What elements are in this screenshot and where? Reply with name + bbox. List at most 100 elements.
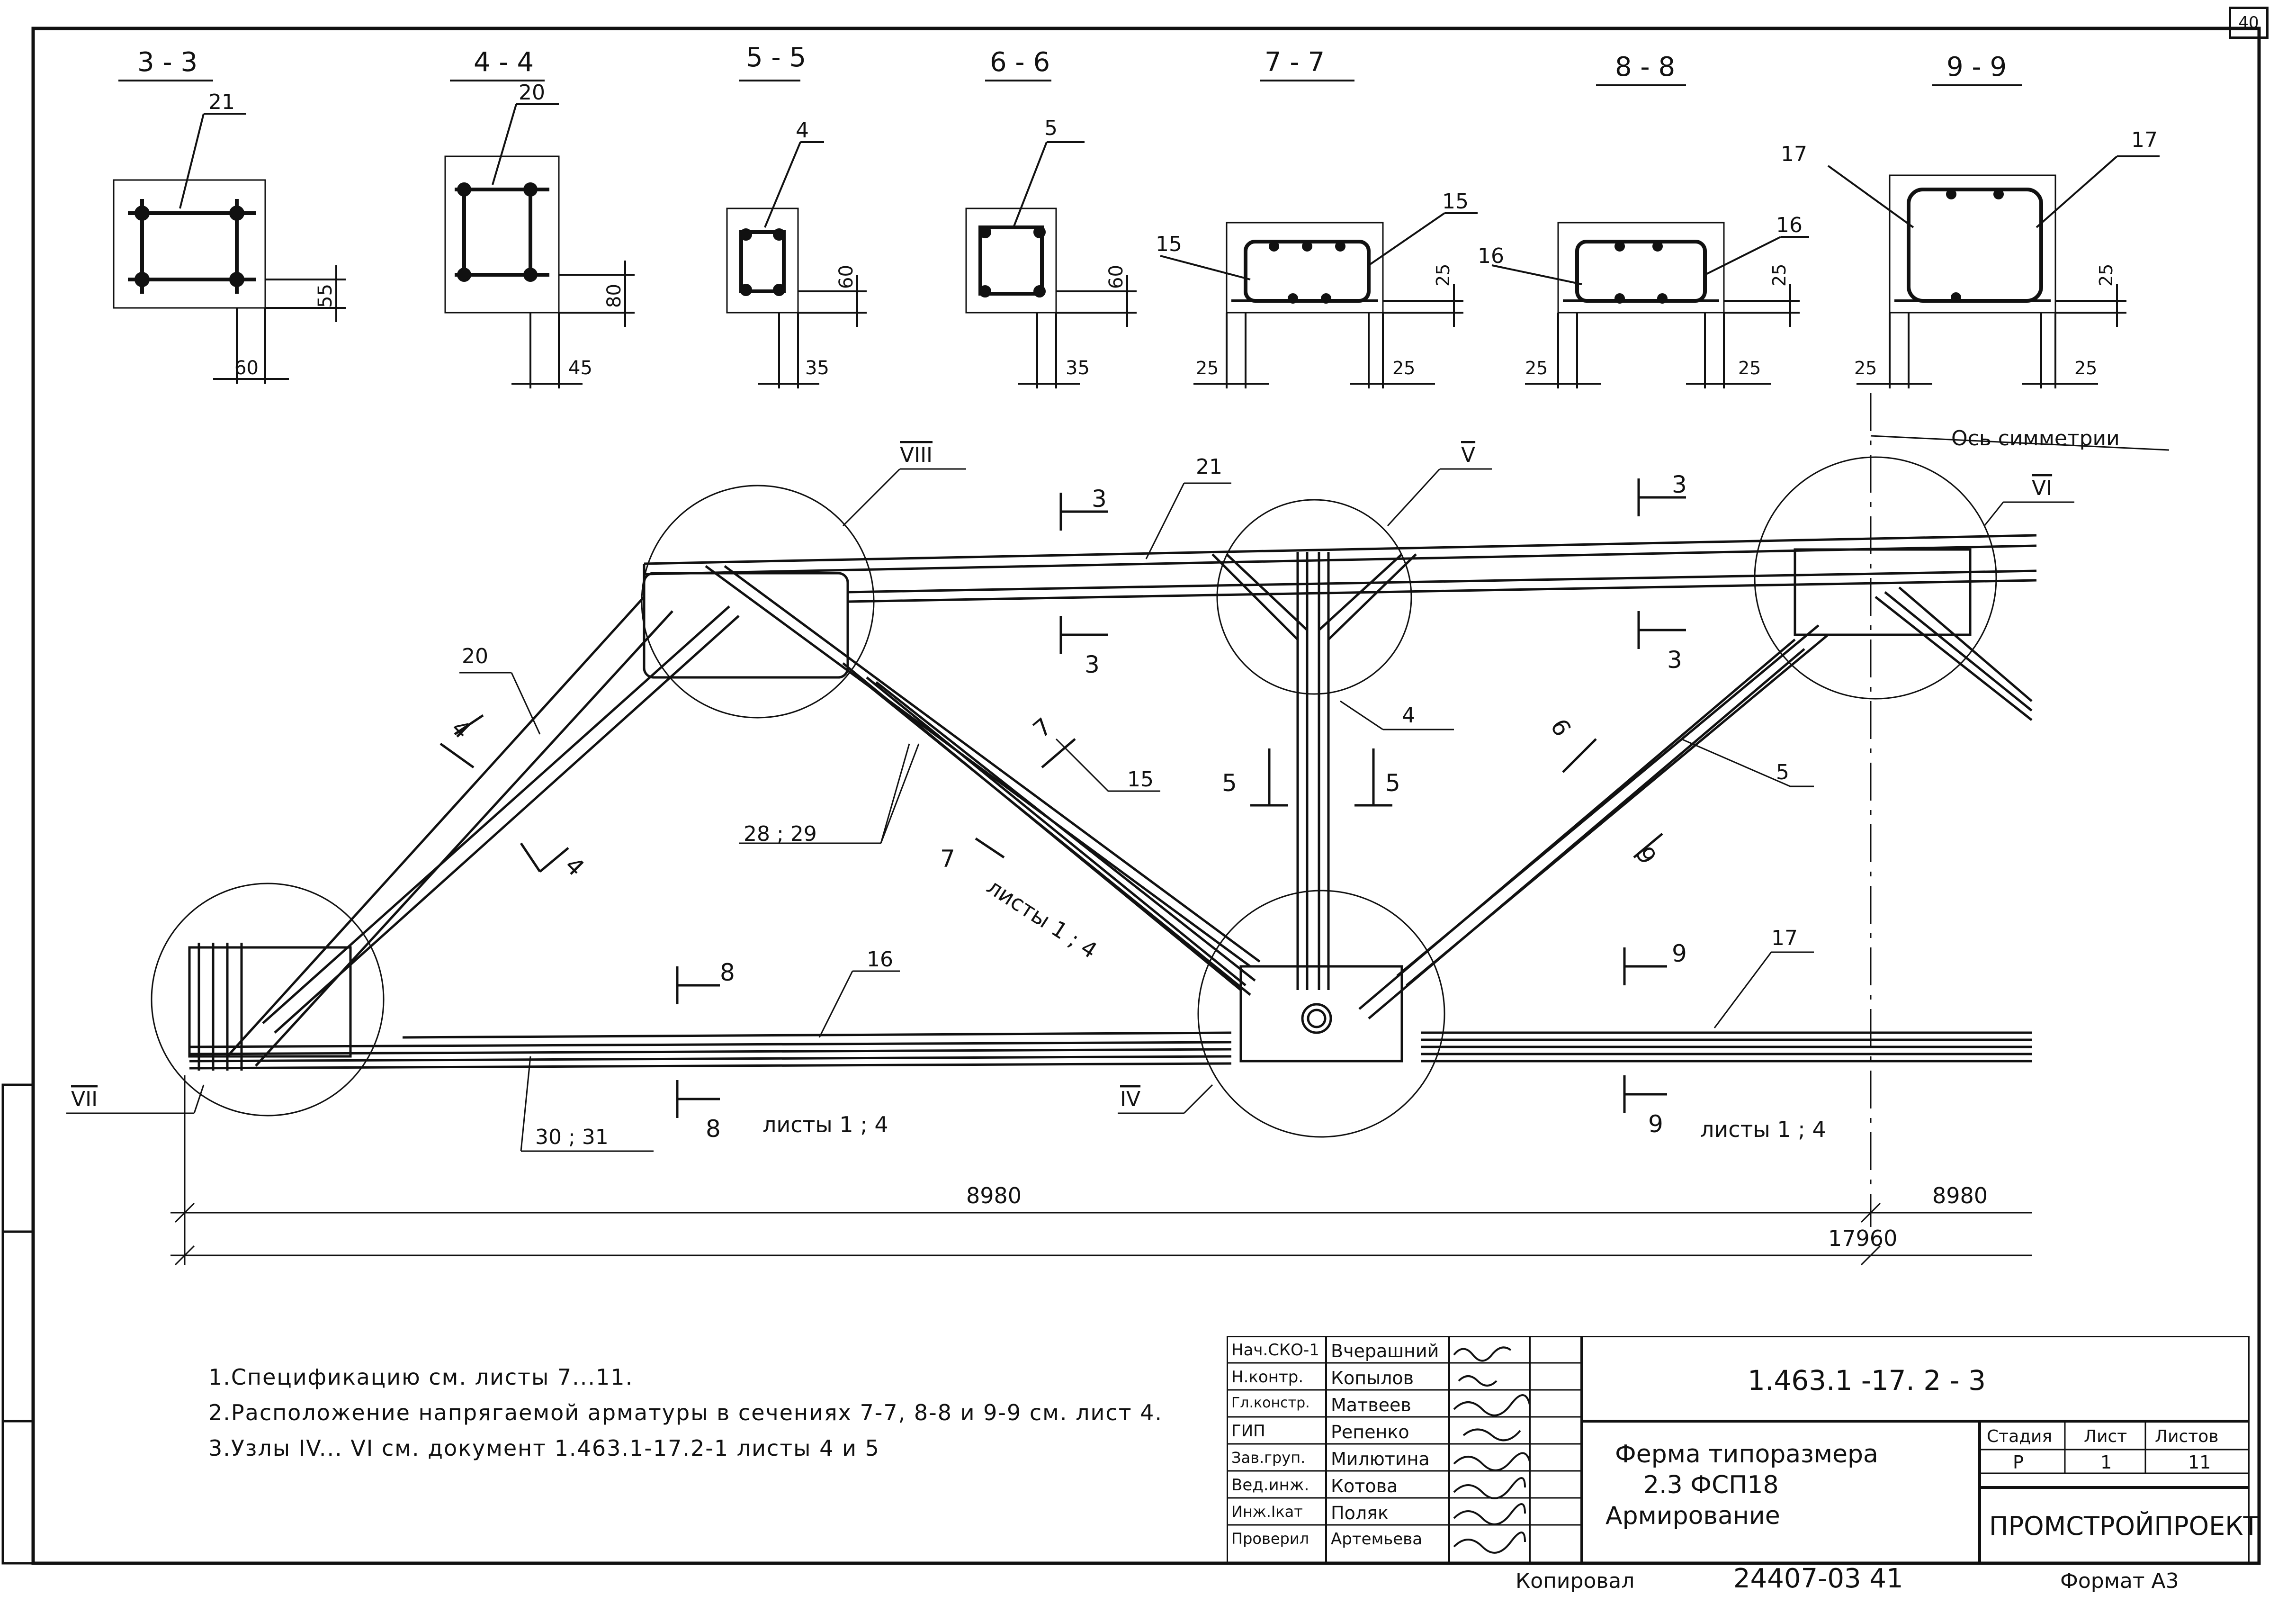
node-label-iv: IV (1120, 1087, 1140, 1111)
dim-25-right-8: 25 (1738, 358, 1761, 378)
sheets-note-bottom-right: листы 1 ; 4 (1700, 1117, 1826, 1142)
document-code: 1.463.1 -17. 2 - 3 (1748, 1364, 1986, 1397)
sheets-note-bottom-left: листы 1 ; 4 (762, 1112, 888, 1137)
node-label-v: V (1461, 443, 1475, 467)
section-label-5-5: 5 - 5 (746, 42, 806, 73)
cut-3-bottom-b: 3 (1667, 646, 1682, 674)
dim-25-vert-9: 25 (2096, 264, 2117, 287)
title-block: Нач.СКО-1 Вчерашний Н.контр. Копылов Гл.… (1227, 1336, 2259, 1563)
symmetry-axis-label: Ось симметрии (1951, 426, 2120, 451)
vertical-4 (1211, 552, 1417, 990)
name-5: Котова (1331, 1476, 1398, 1496)
bar-21-label: 21 (1196, 455, 1222, 479)
cut-7-lower: 7 (940, 845, 955, 873)
cut-9-top: 9 (1672, 940, 1687, 967)
sheet-value: 1 (2100, 1452, 2112, 1473)
name-7: Артемьева (1331, 1530, 1423, 1549)
cut-3-bottom-a: 3 (1085, 651, 1100, 678)
role-5: Вед.инж. (1231, 1476, 1309, 1495)
signatures (1453, 1346, 1531, 1554)
sheet-header: Лист (2084, 1427, 2127, 1446)
dim-8980-right: 8980 (1932, 1183, 1988, 1208)
cut-4-upper: 4 (446, 714, 476, 744)
dim-25-right-9: 25 (2074, 358, 2097, 378)
title-line-2: 2.3 ФСП18 (1643, 1471, 1779, 1499)
sheet-frame (31, 27, 2261, 1565)
cut-4-lower: 4 (560, 851, 590, 882)
dim-25-left-7: 25 (1196, 358, 1219, 378)
bar-mark-21: 21 (208, 90, 235, 114)
organization: ПРОМСТРОЙПРОЕКТ (1989, 1511, 2259, 1541)
section-labels: 3 - 3 21 55 60 4 - 4 20 80 45 5 - 5 4 60… (137, 42, 2158, 379)
archive-number: 24407-03 41 (1733, 1563, 1903, 1594)
node-circle-iv (1197, 890, 1445, 1138)
section-4-4 (444, 80, 635, 388)
cut-7-upper: 7 (1028, 712, 1057, 743)
name-1: Копылов (1331, 1368, 1414, 1388)
truss-elevation (66, 393, 2170, 1266)
role-6: Инж.Iкат (1231, 1503, 1303, 1521)
tendons-30-31-label: 30 ; 31 (535, 1125, 609, 1149)
dim-60-vert-6: 60 (1105, 265, 1127, 289)
bar-16-label: 16 (867, 947, 893, 972)
role-1: Н.контр. (1231, 1368, 1304, 1387)
note-2: 2.Расположение напрягаемой арматуры в се… (208, 1400, 1163, 1425)
dim-55: 55 (314, 284, 336, 308)
note-1: 1.Спецификацию см. листы 7...11. (208, 1364, 634, 1390)
cut-5-right: 5 (1385, 769, 1400, 797)
cut-5-left: 5 (1222, 769, 1237, 797)
bottom-chord (189, 1031, 2032, 1070)
sheets-value: 11 (2188, 1452, 2211, 1473)
dim-60: 60 (234, 357, 259, 379)
dim-25-left-8: 25 (1525, 358, 1548, 378)
stage-header: Стадия (1987, 1427, 2053, 1446)
node-label-viii: VIII (900, 443, 933, 467)
node-label-vii: VII (71, 1087, 98, 1111)
name-0: Вчерашний (1331, 1341, 1439, 1361)
section-label-3-3: 3 - 3 (137, 47, 197, 78)
right-diagonal-5 (1358, 586, 2033, 1019)
dim-25-left-9: 25 (1854, 358, 1877, 378)
dim-35-6: 35 (1066, 357, 1090, 379)
sheet-number: 40 (2229, 7, 2269, 39)
cut-9-diag: 9 (1546, 713, 1577, 740)
title-block-grid (1227, 1336, 2250, 1563)
title-line-3: Армирование (1605, 1502, 1780, 1530)
section-3-3 (113, 80, 346, 384)
section-5-5 (726, 80, 867, 388)
top-right-node (1794, 548, 1972, 636)
cut-3-top-a: 3 (1092, 485, 1107, 513)
section-label-7-7: 7 - 7 (1265, 47, 1325, 78)
name-3: Репенко (1331, 1422, 1409, 1442)
cut-8-bottom: 8 (706, 1115, 721, 1143)
dim-25-vert-7: 25 (1433, 264, 1453, 287)
role-2: Гл.констр. (1231, 1395, 1310, 1411)
top-left-node-block (643, 572, 849, 679)
bar-mark-17-right: 17 (2131, 128, 2158, 152)
mid-diagonal-15 (705, 565, 1261, 996)
stage-value: Р (2013, 1452, 2024, 1473)
name-4: Милютина (1331, 1449, 1430, 1469)
bar-15-label: 15 (1127, 767, 1154, 792)
dim-60-vert: 60 (835, 265, 857, 289)
section-label-4-4: 4 - 4 (474, 47, 534, 78)
node-circle-vi (1754, 456, 1997, 700)
bar-5-label: 5 (1776, 760, 1789, 784)
dim-80: 80 (603, 284, 625, 308)
section-9-9 (1827, 84, 2160, 388)
top-chord (643, 534, 2037, 603)
dim-25-right-7: 25 (1392, 358, 1415, 378)
dim-35: 35 (805, 357, 829, 379)
bar-mark-15-right: 15 (1442, 189, 1469, 214)
role-7: Проверил (1231, 1530, 1309, 1548)
bar-mark-17-left: 17 (1781, 142, 1807, 166)
section-7-7 (1160, 80, 1478, 388)
bar-4-label: 4 (1402, 703, 1415, 728)
title-line-1: Ферма типоразмера (1615, 1440, 1878, 1469)
section-label-9-9: 9 - 9 (1946, 52, 2007, 82)
cut-markers (439, 478, 1686, 1118)
bottom-node (1239, 965, 1403, 1063)
section-views (113, 80, 2160, 388)
cut-9-bottom: 9 (1648, 1110, 1663, 1138)
